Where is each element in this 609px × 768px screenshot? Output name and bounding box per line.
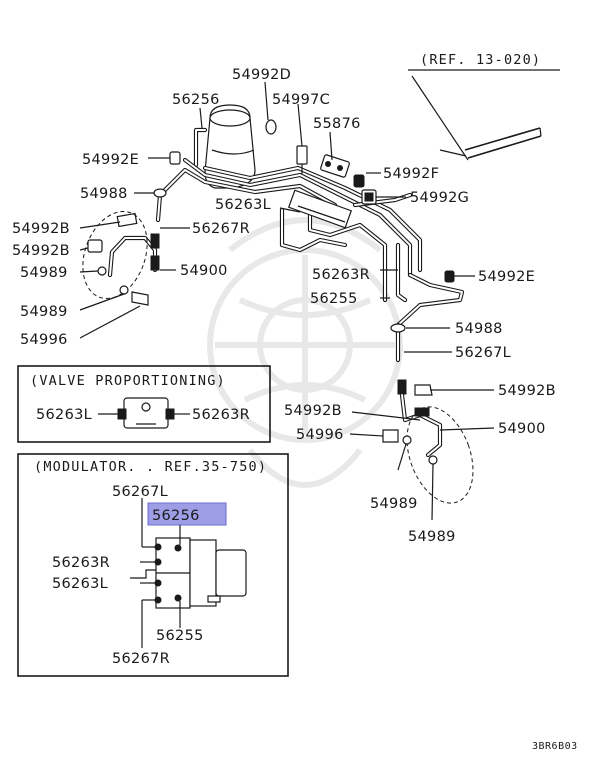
label-56263R-top: 56263R: [312, 267, 370, 283]
grommet-54988-left: [153, 188, 167, 198]
label-56267L-right: 56267L: [455, 345, 511, 361]
label-54989-right-2: 54989: [408, 529, 456, 545]
modulator-title: (MODULATOR. . REF.35-750): [34, 459, 267, 475]
label-54992B-right-2: 54992B: [284, 403, 342, 419]
leader-lines: [79, 81, 495, 521]
highlight-56256[interactable]: [147, 502, 227, 526]
modulator-box: (MODULATOR. . REF.35-750) 56267L 5: [17, 453, 289, 677]
pipe-bracket: [287, 189, 353, 229]
valve-label-56263R: 56263R: [192, 407, 250, 423]
label-54992F: 54992F: [383, 166, 439, 182]
diagram-code: 3BR6B03: [532, 741, 578, 752]
label-54992E-left: 54992E: [82, 152, 139, 168]
watermark-emblem: [207, 217, 403, 488]
label-54989-left-2: 54989: [20, 304, 68, 320]
label-54992D: 54992D: [232, 67, 291, 83]
label-54992E-right: 54992E: [478, 269, 535, 285]
grommet-54988-right: [390, 323, 406, 333]
label-54997C: 54997C: [272, 92, 330, 108]
modulator-label-56267R: 56267R: [112, 651, 170, 667]
label-54992B-left-1: 54992B: [12, 221, 70, 237]
label-54996-left: 54996: [20, 332, 68, 348]
label-54988-left: 54988: [80, 186, 128, 202]
right-flex-hose: [382, 379, 474, 504]
label-56256-top: 56256: [172, 92, 220, 108]
clip-54992E-left: [169, 151, 181, 165]
main-brake-pipe-bundle: [155, 127, 465, 363]
label-54988-right: 54988: [455, 321, 503, 337]
modulator-label-56263L: 56263L: [52, 576, 108, 592]
proportioning-valve: [117, 397, 175, 429]
abs-modulator-unit: [130, 537, 247, 609]
ref-pipe: [408, 69, 560, 161]
label-55876: 55876: [313, 116, 361, 132]
modulator-label-56255: 56255: [156, 628, 204, 644]
left-flex-hose: [82, 210, 160, 306]
modulator-label-56267L: 56267L: [112, 484, 168, 500]
label-54989-left-1: 54989: [20, 265, 68, 281]
label-54996-right: 54996: [296, 427, 344, 443]
label-56267R-top: 56267R: [192, 221, 250, 237]
label-54900-right: 54900: [498, 421, 546, 437]
modulator-label-56263R: 56263R: [52, 555, 110, 571]
ref-13-020-label: (REF. 13-020): [420, 52, 541, 68]
label-54992B-left-2: 54992B: [12, 243, 70, 259]
modulator-label-56256[interactable]: 56256: [152, 508, 200, 524]
clip-54992F: [353, 174, 365, 188]
valve-label-56263L: 56263L: [36, 407, 92, 423]
clip-54992G: [361, 189, 377, 205]
joint-55876: [320, 154, 350, 178]
label-54989-right-1: 54989: [370, 496, 418, 512]
label-56255-top: 56255: [310, 291, 358, 307]
clip-54992E-right: [444, 270, 455, 283]
label-54900-left: 54900: [180, 263, 228, 279]
label-56263L-top: 56263L: [215, 197, 271, 213]
clip-54992D: [265, 119, 277, 135]
label-54992B-right-1: 54992B: [498, 383, 556, 399]
label-54992G: 54992G: [410, 190, 469, 206]
valve-proportioning-box: (VALVE PROPORTIONING) 56263L 56263R: [17, 365, 271, 443]
valve-proportioning-title: (VALVE PROPORTIONING): [30, 373, 226, 389]
